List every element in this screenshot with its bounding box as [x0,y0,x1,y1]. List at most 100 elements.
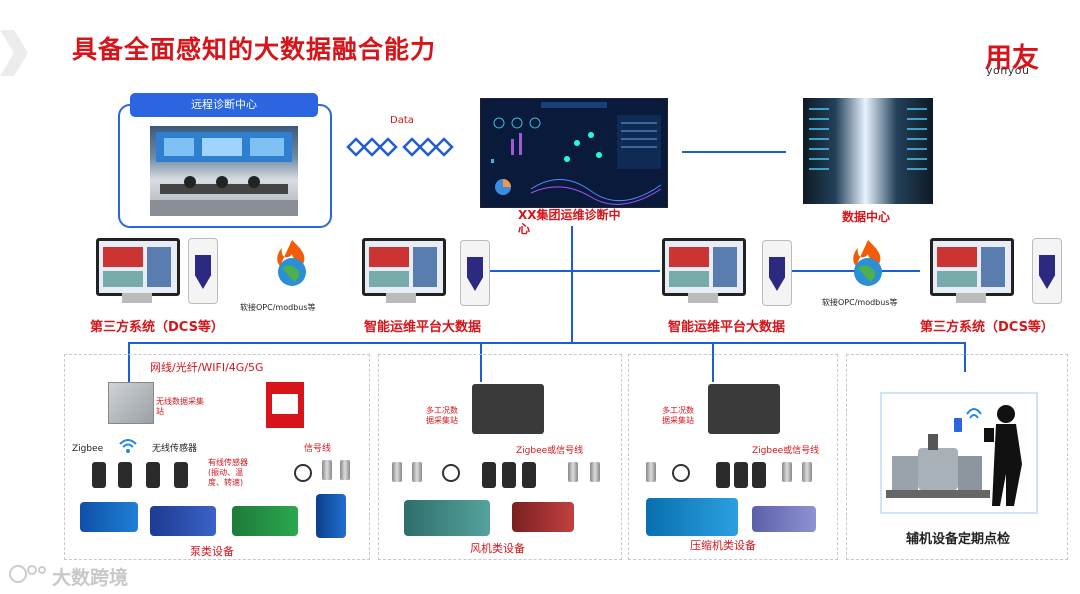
wired-sensor-icon [340,460,350,480]
pump-device-image [150,506,216,536]
wireless-sensor-icon [752,462,766,488]
cable-icon [292,462,314,488]
compressor-equipment-label: 压缩机类设备 [690,539,756,552]
firewall-icon [848,240,888,286]
right-third-party-label: 第三方系统（DCS等） [920,320,1054,335]
server-tower-icon [1032,238,1062,304]
server-tower-icon [762,240,792,306]
aux-inspection-image [880,392,1038,514]
wired-sensor-label-line1: 有线传感器 [208,458,248,467]
wired-sensor-icon [590,462,600,482]
wireless-sensor-icon [716,462,730,488]
pump-equipment-label: 泵类设备 [190,545,234,558]
wireless-sensor-icon [146,462,160,488]
left-third-party-label: 第三方系统（DCS等） [90,320,224,335]
wired-sensor-icon [392,462,402,482]
aux-panel [846,354,1068,560]
trunk-vertical [571,226,573,342]
ops-center-label-line1: XX集团运维诊断中 [518,208,621,222]
drop-pump [128,342,130,382]
wireless-sensor-icon [502,462,516,488]
wireless-station-label-line1: 无线数据采集 [156,397,204,406]
ops-dashboard-screen [480,98,668,208]
brand-logo-sub: yonyou [986,64,1030,77]
wireless-sensor-icon [118,462,132,488]
fan-equipment-label: 风机类设备 [470,542,525,555]
compressor-station-label: 多工况数 据采集站 [662,406,694,426]
fan-device-image [404,500,490,536]
platform-monitor-left [362,238,446,296]
data-center-label: 数据中心 [842,210,891,224]
fan-device-image [512,502,574,532]
aux-equipment-label: 辅机设备定期点检 [906,532,1011,547]
signal-line-label: 信号线 [304,444,332,454]
ops-center-label-line2: 心 [518,222,531,236]
data-link-left-icon [346,136,400,162]
wireless-sensor-label: 无线传感器 [152,444,198,454]
wifi-icon [118,438,138,458]
zigbee-label: Zigbee [72,444,104,454]
remote-diagnosis-button[interactable]: 远程诊断中心 [130,93,318,117]
brand-logo: 用友 [985,43,1039,74]
platform-stand-left [386,293,416,303]
daq-station-image [708,384,780,434]
platform-link-line [490,270,660,272]
third-party-monitor-left [96,238,180,296]
control-room-photo [150,126,298,216]
wired-sensor-label-line3: 度、转速) [208,478,244,487]
platform-stand-right [688,293,718,303]
compressor-panel [628,354,838,560]
link-ops-to-datacenter [682,151,786,153]
daq-station-image [472,384,544,434]
wireless-station-label-line2: 站 [156,407,164,416]
fan-link-label: Zigbee或信号线 [516,446,584,456]
fan-station-label-line2: 据采集站 [426,416,458,425]
left-interface-label: 软接OPC/modbus等 [240,303,316,312]
compressor-station-label-line1: 多工况数 [662,406,694,415]
fan-station-label-line1: 多工况数 [426,406,458,415]
drop-compressor [712,342,714,382]
wired-sensor-label-line2: (振动、温 [208,468,244,477]
compressor-link-label: Zigbee或信号线 [752,446,820,456]
wireless-sensor-icon [482,462,496,488]
pump-device-image [80,502,138,532]
wired-sensor-icon [412,462,422,482]
fan-station-label: 多工况数 据采集站 [426,406,458,426]
cable-icon [440,462,462,488]
wired-sensor-label: 有线传感器 (振动、温 度、转速) [208,458,248,488]
wireless-sensor-icon [174,462,188,488]
monitor-stand-left [122,293,152,303]
wired-sensor-icon [782,462,792,482]
pump-panel [64,354,370,560]
platform-monitor-right [662,238,746,296]
bottom-bus-line [128,342,966,344]
wired-sensor-icon [646,462,656,482]
server-room-photo [803,98,933,204]
page-title: 具备全面感知的大数据融合能力 [72,35,437,64]
wireless-station-image [108,382,154,424]
wired-sensor-icon [568,462,578,482]
third-party-monitor-right [930,238,1014,296]
fan-panel [378,354,622,560]
wireless-sensor-icon [92,462,106,488]
server-tower-icon [460,240,490,306]
wireless-sensor-icon [522,462,536,488]
right-platform-label: 智能运维平台大数据 [668,320,786,335]
cable-icon [670,462,692,488]
watermark-text: 大数跨境 [52,567,129,589]
drop-aux [964,342,966,372]
data-link-right-icon [402,136,456,162]
watermark-logo-icon [8,562,48,590]
server-tower-icon [188,238,218,304]
data-label: Data [390,115,414,126]
pump-device-image [316,494,346,538]
wireless-sensor-icon [734,462,748,488]
wireless-station-label: 无线数据采集 站 [156,397,204,417]
signal-terminal-image [266,382,304,428]
wired-sensor-icon [802,462,812,482]
compressor-device-image [752,506,816,532]
ops-center-label: XX集团运维诊断中 心 [518,208,621,236]
wired-sensor-icon [322,460,332,480]
slide-chevron-icon [0,30,30,76]
compressor-device-image [646,498,738,536]
